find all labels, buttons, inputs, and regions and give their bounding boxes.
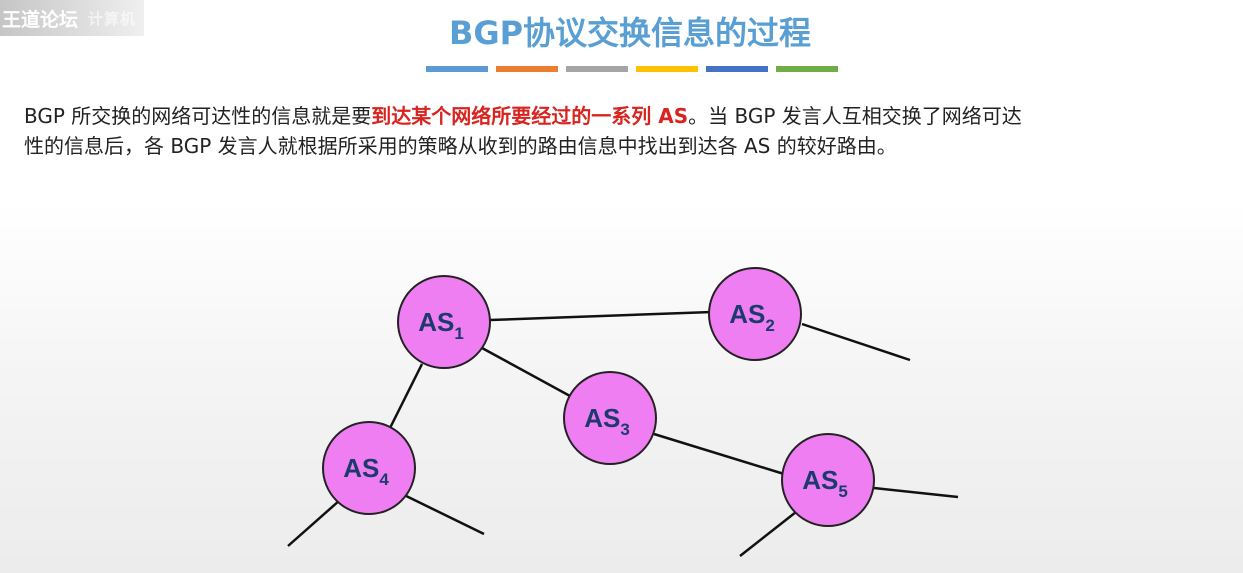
title-bar-segment <box>776 66 838 72</box>
as3-subscript: 3 <box>620 420 629 439</box>
link-as1-as4 <box>388 363 424 429</box>
as1-label: AS <box>418 307 454 337</box>
title-bar-segment <box>496 66 558 72</box>
paragraph-line-1: BGP 所交换的网络可达性的信息就是要到达某个网络所要经过的一系列 AS。当 B… <box>24 101 1240 131</box>
svg-text:AS1: AS1 <box>418 307 464 343</box>
as4-node: AS4 <box>322 421 416 515</box>
svg-text:AS4: AS4 <box>343 453 389 489</box>
title-underline-bar <box>426 66 838 72</box>
watermark-brand: 王道论坛 <box>2 8 79 31</box>
as5-node: AS5 <box>781 433 875 527</box>
description-paragraph: BGP 所交换的网络可达性的信息就是要到达某个网络所要经过的一系列 AS。当 B… <box>24 101 1240 161</box>
as5-label: AS <box>802 465 838 495</box>
as4-subscript: 4 <box>379 470 389 489</box>
link-as4-outgoing-right <box>397 490 485 536</box>
title-bar-segment <box>636 66 698 72</box>
link-as1-as3 <box>481 346 571 398</box>
as1-subscript: 1 <box>454 324 463 343</box>
link-as2-outgoing <box>801 322 911 362</box>
title-bar-segment <box>566 66 628 72</box>
as4-label: AS <box>343 453 379 483</box>
link-as3-as5 <box>653 432 785 476</box>
as2-subscript: 2 <box>765 316 774 335</box>
title-bar-segment <box>426 66 488 72</box>
paragraph-highlight: 到达某个网络所要经过的一系列 AS <box>371 104 689 128</box>
svg-text:AS5: AS5 <box>802 465 848 501</box>
link-as5-outgoing-right <box>873 486 959 499</box>
paragraph-text: BGP 所交换的网络可达性的信息就是要 <box>24 104 372 128</box>
as3-label: AS <box>584 403 620 433</box>
svg-text:AS3: AS3 <box>584 403 630 439</box>
watermark-sub: 计算机 <box>88 9 137 28</box>
as5-subscript: 5 <box>838 482 847 501</box>
link-as4-outgoing-left <box>287 499 341 547</box>
as2-node: AS2 <box>708 267 802 361</box>
paragraph-line-2: 性的信息后，各 BGP 发言人就根据所采用的策略从收到的路由信息中找出到达各 A… <box>24 134 897 158</box>
svg-text:AS2: AS2 <box>729 299 775 335</box>
as3-node: AS3 <box>563 371 657 465</box>
as2-label: AS <box>729 299 765 329</box>
title-bar-segment <box>706 66 768 72</box>
slide-title: BGP协议交换信息的过程 <box>448 14 812 52</box>
watermark: 王道论坛 计算机 <box>0 0 145 36</box>
link-as5-outgoing-left <box>739 511 797 557</box>
link-as1-as2 <box>489 310 713 322</box>
as1-node: AS1 <box>397 275 491 369</box>
paragraph-text: 。当 BGP 发言人互相交换了网络可达 <box>688 104 1022 128</box>
